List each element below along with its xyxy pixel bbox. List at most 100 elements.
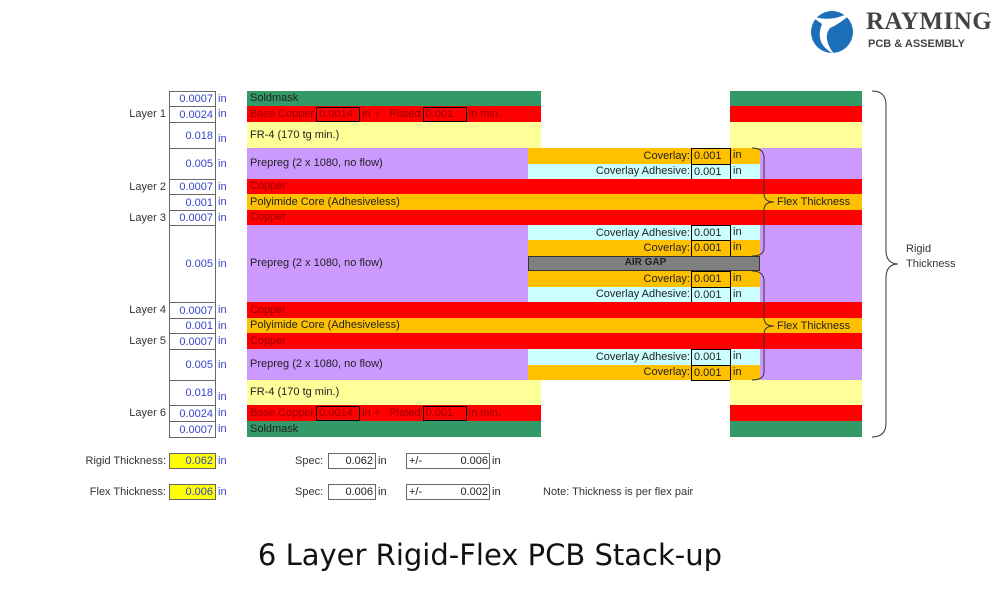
coverlay-value: 0.001 <box>691 225 731 242</box>
rigid-spec-label: Spec: <box>295 455 324 467</box>
coverlay-value: 0.001 <box>691 271 731 288</box>
polyimide-layer: Polyimide Core (Adhesiveless) <box>247 318 862 333</box>
flex-tolerance-label: +/- <box>406 484 490 500</box>
layer-label: Layer 1 <box>129 108 166 120</box>
thickness-value: 0.018 <box>169 122 216 149</box>
thickness-unit: in <box>218 157 227 170</box>
thickness-value: 0.0007 <box>169 91 216 107</box>
rigid-thickness-label-2: Thickness <box>906 258 956 270</box>
copper-layer: Copper <box>247 210 862 225</box>
thickness-unit: in <box>218 133 227 145</box>
copper-layer: Copper <box>247 302 862 318</box>
coverlay-layer: Coverlay: <box>528 148 760 164</box>
layer-label: Layer 6 <box>129 407 166 419</box>
prepreg-layer-right <box>760 148 862 179</box>
coverlay-unit: in <box>733 272 742 285</box>
flex-thickness-label-bottom: Flex Thickness <box>777 320 851 332</box>
rigid-thickness-label-1: Rigid <box>906 243 932 255</box>
copper-label: in min. <box>468 406 502 419</box>
coverlay-value: 0.001 <box>691 286 731 303</box>
coverlay-layer: Coverlay: <box>528 271 760 287</box>
thickness-value: 0.0007 <box>169 179 216 195</box>
copper-value: 0.0014 <box>316 106 361 122</box>
flex-spec-unit: in <box>378 486 387 498</box>
coverlay-unit: in <box>733 149 742 161</box>
soldmask-layer: Soldmask <box>247 421 541 437</box>
rigid-thickness-summary-label: Rigid Thickness: <box>85 455 167 467</box>
coverlay-value: 0.001 <box>691 349 731 366</box>
prepreg-layer: Prepreg (2 x 1080, no flow) <box>247 349 528 380</box>
copper-label: Plated <box>389 107 421 120</box>
rigid-thickness-value: 0.062 <box>169 453 216 469</box>
flex-tolerance-unit: in <box>492 486 501 498</box>
thickness-value: 0.005 <box>169 225 216 303</box>
layer-label: Layer 3 <box>129 211 166 224</box>
layer-label: Layer 4 <box>129 304 166 316</box>
thickness-unit: in <box>218 319 227 332</box>
brand-tagline: PCB & ASSEMBLY <box>868 38 965 50</box>
thickness-value: 0.005 <box>169 349 216 381</box>
soldmask-layer-right <box>730 421 862 437</box>
flex-spec-value: 0.006 <box>328 484 376 500</box>
rigid-thickness-unit: in <box>218 455 227 467</box>
coverlay-unit: in <box>733 350 742 362</box>
thickness-value: 0.001 <box>169 318 216 334</box>
soldmask-layer: Soldmask <box>247 91 541 106</box>
thickness-value: 0.018 <box>169 380 216 406</box>
coverlay-unit: in <box>733 164 742 177</box>
prepreg-layer-right <box>760 349 862 380</box>
thickness-value: 0.0007 <box>169 302 216 319</box>
rigid-brace <box>871 90 899 438</box>
thickness-unit: in <box>218 257 227 270</box>
flex-thickness-label-top: Flex Thickness <box>777 196 851 208</box>
copper-value: 0.001 <box>422 405 467 421</box>
copper-label: Base Copper <box>250 107 315 120</box>
thickness-value: 0.0024 <box>169 106 216 123</box>
thickness-unit: in <box>218 108 227 120</box>
thickness-unit: in <box>218 335 227 347</box>
coverlay-adhesive-layer: Coverlay Adhesive: <box>528 163 760 179</box>
thickness-unit: in <box>218 92 227 105</box>
rigid-tolerance-value: 0.006 <box>460 455 488 467</box>
basecopper-layer-right <box>730 405 862 421</box>
thickness-unit: in <box>218 407 227 419</box>
coverlay-adhesive-layer: Coverlay Adhesive: <box>528 349 760 365</box>
coverlay-unit: in <box>733 365 742 378</box>
air-gap: AIR GAP <box>528 255 760 272</box>
thickness-unit: in <box>218 196 227 208</box>
layer-label: Layer 5 <box>129 335 166 347</box>
rigid-tolerance-label: +/- <box>406 453 490 469</box>
thickness-value: 0.0024 <box>169 405 216 422</box>
brand-logo: RAYMING PCB & ASSEMBLY <box>800 4 993 56</box>
brand-name: RAYMING <box>866 8 993 35</box>
coverlay-value: 0.001 <box>691 364 731 381</box>
flex-thickness-value: 0.006 <box>169 484 216 500</box>
thickness-unit: in <box>218 390 227 403</box>
copper-label: in + <box>362 107 390 120</box>
thickness-value: 0.0007 <box>169 333 216 350</box>
coverlay-value: 0.001 <box>691 240 731 257</box>
rigid-spec-unit: in <box>378 455 387 467</box>
copper-value: 0.001 <box>422 106 467 122</box>
thickness-unit: in <box>218 423 227 435</box>
coverlay-unit: in <box>733 287 742 300</box>
prepreg-layer: Prepreg (2 x 1080, no flow) <box>247 148 528 179</box>
coverlay-adhesive-layer: Coverlay Adhesive: <box>528 225 760 241</box>
flex-spec-label: Spec: <box>295 486 324 498</box>
fr4-layer-right <box>730 122 862 148</box>
polyimide-layer: Polyimide Core (Adhesiveless) <box>247 194 862 210</box>
coverlay-value: 0.001 <box>691 163 731 180</box>
copper-label: in min. <box>468 107 502 120</box>
copper-layer: Copper <box>247 333 862 349</box>
copper-label: Base Copper <box>250 406 315 419</box>
flex-thickness-unit: in <box>218 486 227 498</box>
thickness-unit: in <box>218 180 227 193</box>
logo-globe-icon <box>808 8 858 54</box>
rigid-tolerance-unit: in <box>492 455 501 467</box>
soldmask-layer-right <box>730 91 862 106</box>
copper-label: Plated <box>389 406 421 419</box>
prepreg-layer-right <box>760 225 862 302</box>
